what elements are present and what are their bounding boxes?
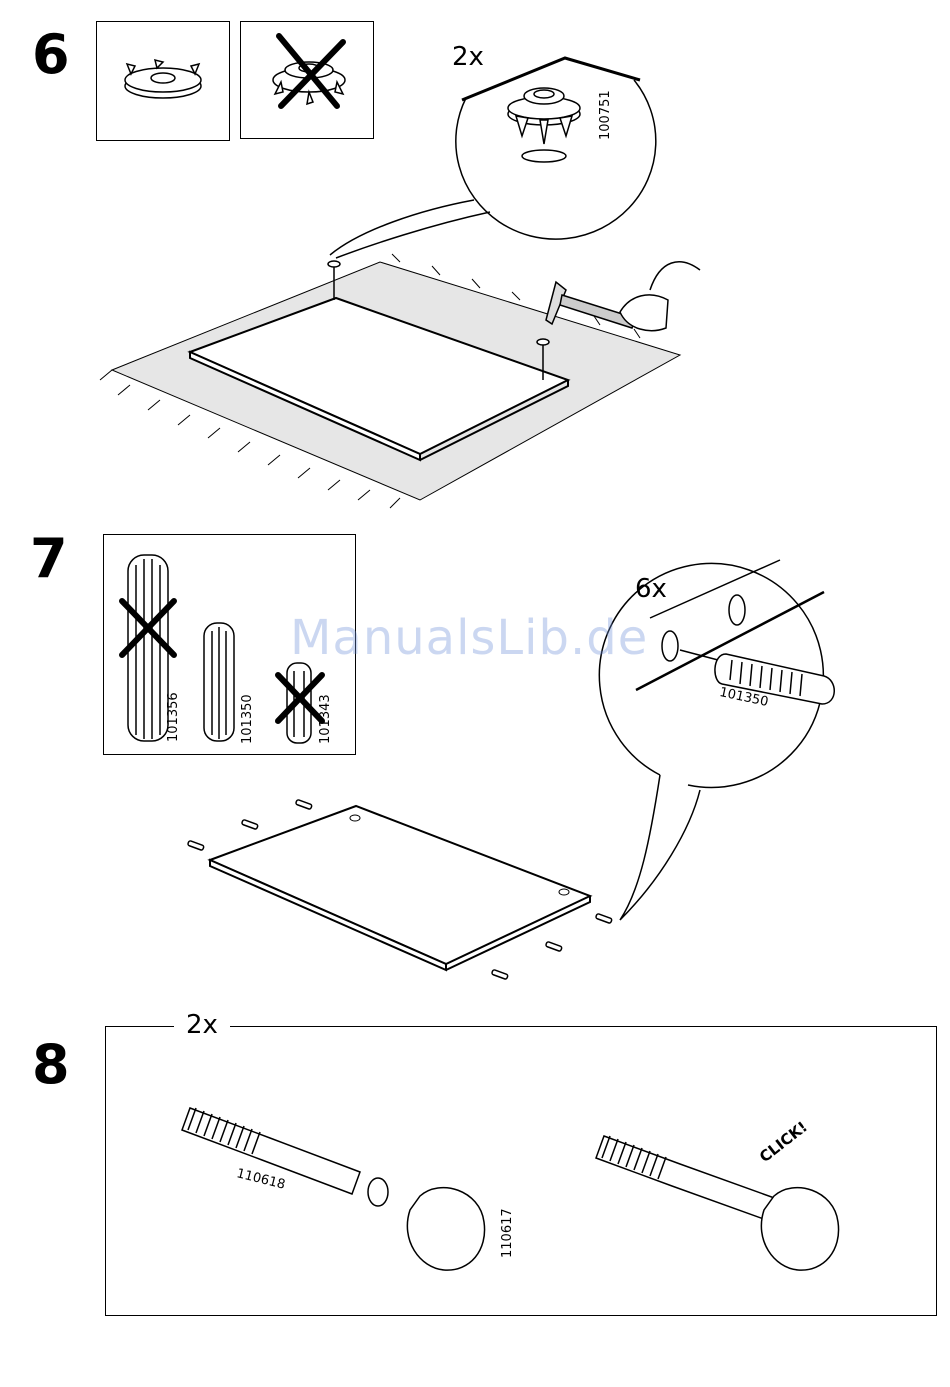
bolt-110618-icon (182, 1108, 388, 1206)
knob-part-number: 110617 (500, 1208, 515, 1258)
watermark: ManualsLib.de (290, 610, 648, 666)
knob-110617-icon (407, 1188, 484, 1271)
bolt-assembled-icon (596, 1136, 839, 1270)
